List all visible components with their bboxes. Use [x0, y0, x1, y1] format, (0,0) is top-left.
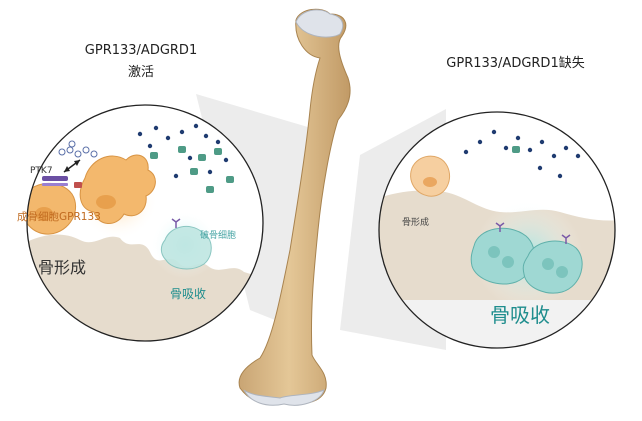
ptk7-receptor: [42, 176, 68, 181]
bone-formation-label-left: 骨形成: [38, 258, 87, 277]
bone-resorption-label-left: 骨吸收: [170, 287, 207, 301]
signal-dots-right: [463, 129, 581, 179]
osteoblast-label: 成骨细胞GPR133: [17, 211, 101, 223]
right-zoom-circle: [378, 111, 616, 349]
right-title: GPR133/ADGRD1缺失: [446, 56, 585, 71]
bone-formation-label-right: 骨形成: [402, 218, 430, 228]
osteoclast-cell-right-1: [470, 227, 535, 285]
signal-dots-left: [137, 123, 229, 179]
osteoblast-cell-right: [410, 155, 450, 197]
osteoclast-cell: [160, 225, 212, 270]
ligand-molecules: [58, 140, 98, 158]
left-title-line2: 激活: [127, 65, 154, 80]
left-title-line1: GPR133/ADGRD1: [84, 43, 198, 58]
bone-resorption-label-right: 骨吸收: [490, 303, 550, 327]
left-zoom-circle: [26, 104, 264, 342]
osteoclast-label: 破骨细胞: [200, 231, 237, 241]
signal-proteins-left: [150, 146, 234, 193]
femur-bone: [238, 8, 351, 406]
ptk7-label: PTK7: [30, 166, 53, 176]
